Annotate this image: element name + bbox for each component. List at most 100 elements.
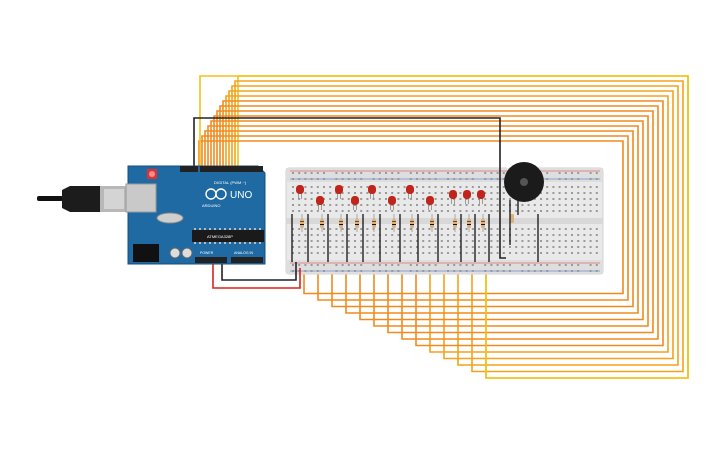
hole bbox=[577, 234, 580, 236]
led-icon bbox=[351, 196, 359, 205]
hole bbox=[378, 192, 381, 194]
hole bbox=[403, 186, 406, 188]
hole bbox=[316, 240, 319, 242]
rail-hole bbox=[341, 172, 344, 174]
hole bbox=[558, 198, 561, 200]
resistor-band bbox=[372, 224, 376, 225]
hole bbox=[354, 186, 356, 188]
hole bbox=[385, 252, 387, 254]
hole bbox=[484, 192, 487, 194]
breadboard[interactable] bbox=[285, 167, 604, 275]
hole bbox=[589, 240, 592, 242]
digital-header[interactable] bbox=[200, 166, 263, 172]
rail-hole bbox=[409, 172, 412, 174]
hole bbox=[397, 246, 400, 248]
rail-hole bbox=[571, 270, 573, 272]
usb-cable-icon bbox=[37, 196, 63, 201]
rail-hole bbox=[391, 270, 394, 272]
chip-pin bbox=[199, 228, 201, 230]
hole bbox=[496, 192, 499, 194]
rail-hole bbox=[310, 270, 313, 272]
hole bbox=[478, 210, 480, 212]
hole bbox=[471, 240, 474, 242]
hole bbox=[409, 198, 412, 200]
hole bbox=[354, 240, 356, 242]
hole bbox=[527, 204, 530, 206]
hole bbox=[347, 228, 350, 230]
hole bbox=[546, 252, 549, 254]
hole bbox=[465, 228, 468, 230]
rail-hole bbox=[527, 264, 530, 266]
hole bbox=[552, 198, 555, 200]
hole bbox=[515, 210, 518, 212]
hole bbox=[447, 228, 449, 230]
rail-hole bbox=[496, 172, 499, 174]
resistor-icon bbox=[410, 219, 414, 228]
rail-hole bbox=[490, 178, 493, 180]
resistor-icon bbox=[481, 219, 485, 228]
hole bbox=[533, 246, 536, 248]
led-icon bbox=[335, 185, 343, 194]
rail-hole bbox=[434, 270, 437, 272]
arduino-board[interactable]: UNO ARDUINO DIGITAL (PWM ~) POWER ANALOG… bbox=[125, 165, 266, 265]
hole bbox=[403, 210, 406, 212]
hole bbox=[478, 198, 480, 200]
hole bbox=[341, 210, 344, 212]
hole bbox=[502, 198, 505, 200]
led-icon bbox=[406, 185, 414, 194]
rail-hole bbox=[447, 172, 449, 174]
chip-pin bbox=[229, 228, 231, 230]
hole bbox=[422, 186, 425, 188]
hole bbox=[595, 234, 598, 236]
analog-header[interactable] bbox=[231, 257, 263, 263]
hole bbox=[409, 234, 412, 236]
hole bbox=[385, 246, 387, 248]
hole bbox=[409, 228, 412, 230]
hole bbox=[571, 228, 573, 230]
hole bbox=[447, 240, 449, 242]
rail-hole bbox=[316, 270, 319, 272]
hole bbox=[583, 240, 586, 242]
hole bbox=[366, 204, 369, 206]
signal-wire bbox=[225, 95, 669, 353]
rail-hole bbox=[416, 270, 418, 272]
hole bbox=[459, 204, 462, 206]
rail-hole bbox=[372, 270, 375, 272]
digital-header-2[interactable] bbox=[180, 166, 198, 172]
hole bbox=[409, 210, 412, 212]
hole bbox=[552, 252, 555, 254]
hole bbox=[416, 228, 418, 230]
hole bbox=[354, 234, 356, 236]
rail-hole bbox=[496, 270, 499, 272]
hole bbox=[558, 204, 561, 206]
hole bbox=[298, 252, 301, 254]
hole bbox=[533, 210, 536, 212]
hole bbox=[422, 204, 425, 206]
hole bbox=[540, 246, 542, 248]
buzzer[interactable]: + bbox=[504, 162, 544, 245]
rail-hole bbox=[409, 178, 412, 180]
hole bbox=[471, 186, 474, 188]
hole bbox=[533, 204, 536, 206]
hole bbox=[428, 204, 431, 206]
hole bbox=[360, 246, 363, 248]
hole bbox=[347, 240, 350, 242]
hole bbox=[304, 246, 307, 248]
hole bbox=[347, 186, 350, 188]
hole bbox=[310, 198, 313, 200]
hole bbox=[577, 186, 580, 188]
hole bbox=[366, 228, 369, 230]
hole bbox=[298, 228, 301, 230]
rail-hole bbox=[546, 178, 549, 180]
hole bbox=[515, 228, 518, 230]
rail-hole bbox=[447, 178, 449, 180]
hole bbox=[341, 192, 344, 194]
resistor-band bbox=[467, 224, 471, 225]
signal-wire bbox=[228, 90, 674, 360]
hole bbox=[527, 246, 530, 248]
hole bbox=[515, 252, 518, 254]
hole bbox=[397, 240, 400, 242]
power-header[interactable] bbox=[195, 257, 227, 263]
hole bbox=[502, 210, 505, 212]
hole bbox=[366, 192, 369, 194]
